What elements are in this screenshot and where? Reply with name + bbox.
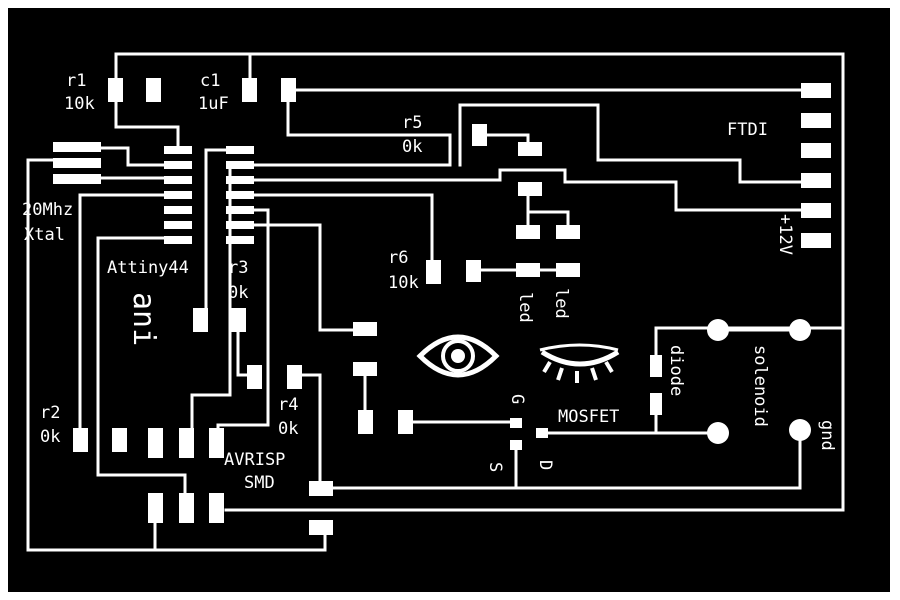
- plus12v-label: +12V: [775, 214, 795, 255]
- diode-label: diode: [666, 345, 686, 396]
- c1-name-label: c1: [200, 71, 220, 91]
- gate-label: G: [507, 394, 527, 404]
- r5-value-label: 0k: [402, 137, 422, 157]
- solenoid-label: solenoid: [750, 345, 770, 427]
- r3-name-label: r3: [228, 258, 248, 278]
- r4-value-label: 0k: [278, 419, 298, 439]
- r3-value-label: 0k: [228, 283, 248, 303]
- r6-value-label: 10k: [388, 273, 419, 293]
- r2-name-label: r2: [40, 403, 60, 423]
- drain-label: D: [535, 460, 555, 470]
- r1-name-label: r1: [66, 71, 86, 91]
- led-2-label: led: [551, 288, 571, 319]
- ftdi-label: FTDI: [727, 120, 768, 140]
- attiny-label: Attiny44: [107, 258, 189, 278]
- closed-eye-icon: [539, 343, 620, 383]
- r6-name-label: r6: [388, 248, 408, 268]
- xtal-freq-label: 20Mhz: [22, 200, 73, 220]
- mosfet-label: MOSFET: [558, 407, 619, 427]
- open-eye-icon: [416, 334, 500, 378]
- component-pads: [53, 78, 831, 535]
- r1-value-label: 10k: [64, 94, 95, 114]
- led-1-label: led: [515, 292, 535, 323]
- avrisp-smd-label: SMD: [244, 473, 275, 493]
- r4-name-label: r4: [278, 395, 298, 415]
- xtal-label: Xtal: [24, 225, 65, 245]
- c1-value-label: 1uF: [198, 94, 229, 114]
- avrisp-label: AVRISP: [224, 450, 285, 470]
- source-label: S: [485, 462, 505, 472]
- r5-name-label: r5: [402, 113, 422, 133]
- gnd-label: gnd: [817, 420, 837, 451]
- ani-label: ani: [126, 292, 161, 346]
- r2-value-label: 0k: [40, 427, 60, 447]
